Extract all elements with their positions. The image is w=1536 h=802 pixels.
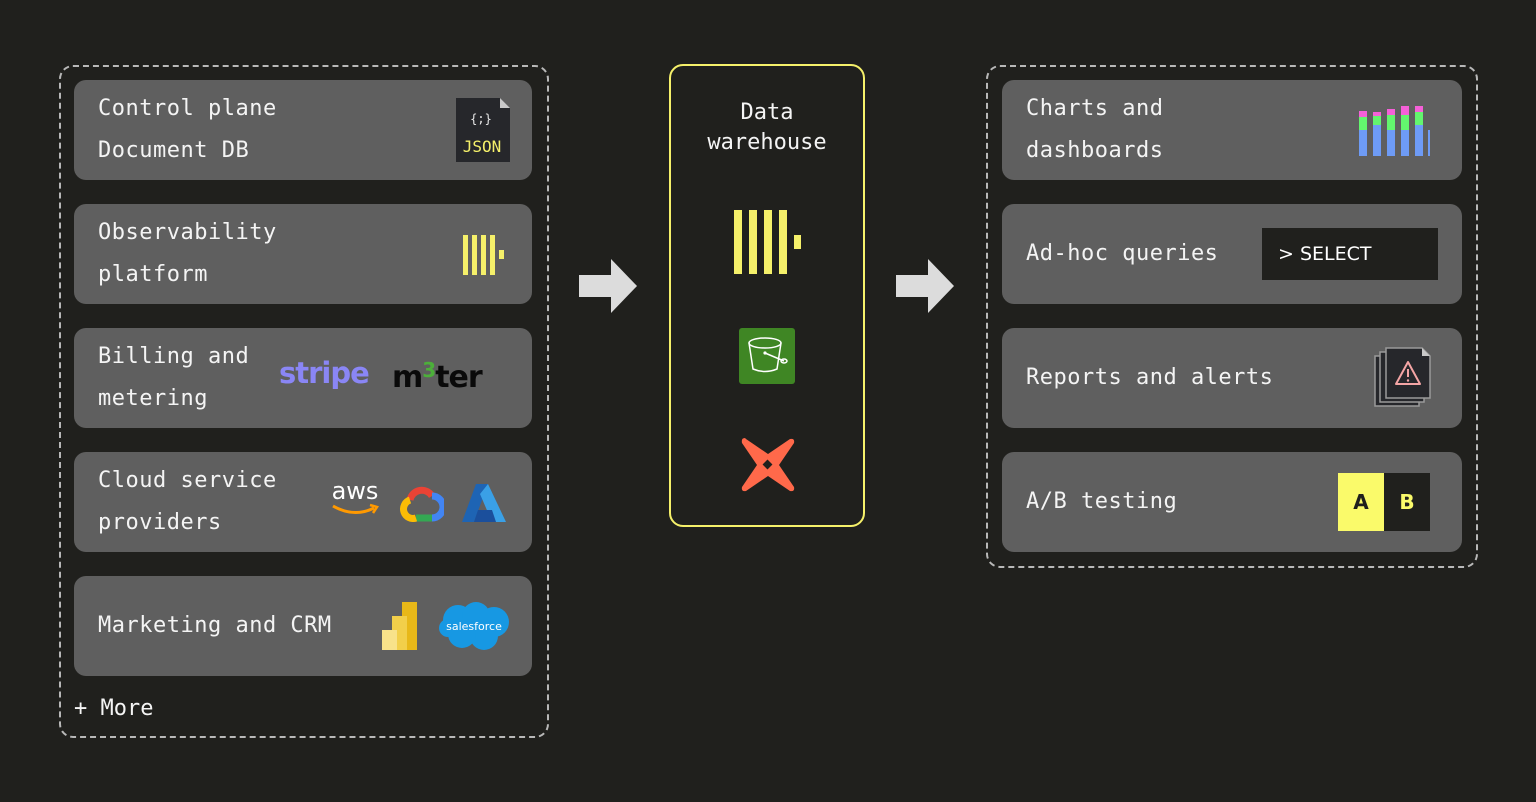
source-label: Marketing and CRM [98, 613, 332, 638]
source-label: Control plane Document DB [98, 96, 277, 163]
s3-bucket-icon [739, 328, 795, 384]
data-warehouse-box: Data warehouse [669, 64, 865, 527]
destination-card-reports[interactable]: Reports and alerts [1002, 328, 1462, 428]
m3ter-3: 3 [422, 358, 436, 382]
source-card-billing[interactable]: Billing and metering stripe m3ter [74, 328, 532, 428]
destinations-group [986, 65, 1478, 568]
source-label: Billing and metering [98, 344, 250, 411]
google-cloud-logo [400, 486, 444, 522]
data-warehouse-title: Data warehouse [707, 100, 827, 155]
source-card-cloud[interactable]: Cloud service providers aws [74, 452, 532, 552]
aws-logo: aws [330, 478, 380, 522]
destination-label: Reports and alerts [1026, 365, 1274, 390]
stacked-bar-chart-icon [1359, 106, 1430, 156]
m3ter-logo: m3ter [392, 358, 483, 395]
destination-label: A/B testing [1026, 489, 1178, 514]
json-braces-text: {;} [470, 112, 492, 126]
destination-card-adhoc[interactable]: Ad-hoc queries > SELECT [1002, 204, 1462, 304]
json-text: JSON [463, 137, 502, 156]
destination-label: Charts and dashboards [1026, 96, 1164, 163]
azure-logo [462, 484, 506, 522]
dbt-icon [741, 438, 795, 492]
destination-card-charts[interactable]: Charts and dashboards [1002, 80, 1462, 180]
sql-query-snippet: > SELECT [1262, 228, 1438, 280]
destination-card-ab-testing[interactable]: A/B testing A B [1002, 452, 1462, 552]
m3ter-ter: ter [435, 360, 482, 395]
arrow-right-icon [896, 259, 954, 313]
source-label: Observability platform [98, 220, 277, 287]
more-sources-link[interactable]: + More [74, 696, 154, 721]
power-bi-logo [382, 602, 417, 650]
destination-label: Ad-hoc queries [1026, 241, 1219, 266]
source-card-marketing[interactable]: Marketing and CRM salesforce [74, 576, 532, 676]
arrow-right-icon [579, 259, 637, 313]
source-card-observability[interactable]: Observability platform [74, 204, 532, 304]
variant-a: A [1338, 473, 1384, 531]
json-document-icon: {;} JSON [456, 98, 510, 162]
salesforce-logo: salesforce [439, 602, 509, 650]
aws-smile-icon [332, 503, 379, 514]
stripe-logo: stripe [279, 356, 370, 390]
m3ter-m: m [392, 360, 423, 395]
salesforce-text: salesforce [446, 620, 502, 633]
source-label: Cloud service providers [98, 468, 277, 535]
aws-text: aws [331, 477, 379, 505]
sources-group [59, 65, 549, 738]
alert-documents-icon [1374, 347, 1431, 407]
variant-b: B [1384, 473, 1430, 531]
source-card-control-plane[interactable]: Control plane Document DB {;} JSON [74, 80, 532, 180]
clickhouse-icon [734, 210, 801, 274]
ab-test-icon: A B [1338, 473, 1430, 531]
clickhouse-icon [463, 235, 504, 275]
chart-bars [1359, 106, 1430, 156]
